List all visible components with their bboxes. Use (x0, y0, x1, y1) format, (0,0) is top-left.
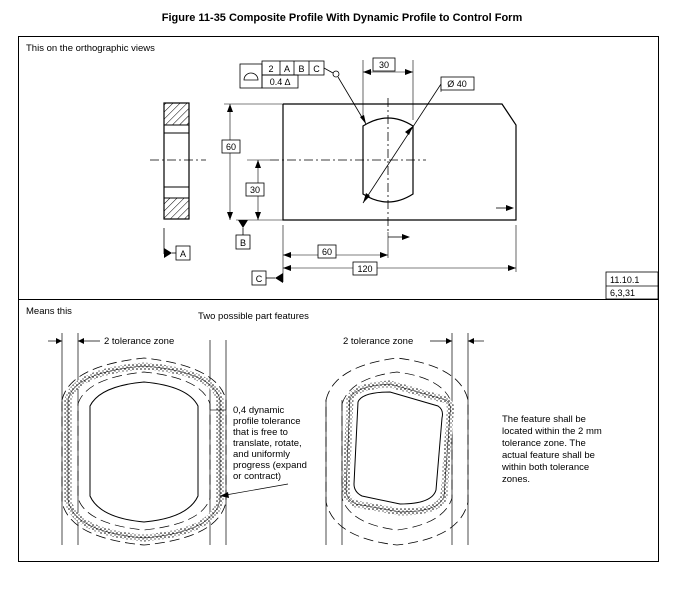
reference-box: 11.10.1 6,3,31 (605, 271, 659, 300)
note-left-line-7: or contract) (233, 471, 281, 482)
side-view: A (150, 102, 206, 261)
hatch-bottom (163, 197, 190, 220)
note-left-line-4: translate, rotate, (233, 438, 302, 449)
feature-control-frame: 2 A B C 0.4 ∆ (239, 60, 367, 125)
note-left-line-1: 0,4 dynamic (233, 405, 284, 416)
datum-b: B (240, 238, 246, 248)
inner-profile-left (89, 381, 199, 523)
note-left: 0,4 dynamic profile tolerance that is fr… (233, 405, 307, 482)
dim-60-vert-label: 60 (226, 142, 236, 152)
note-right-line-2: located within the 2 mm (502, 426, 602, 437)
dim-120-label: 120 (357, 264, 372, 274)
note-right-line-4: actual feature shall be (502, 450, 595, 461)
slot-profile (362, 117, 414, 203)
dim-30-top-label: 30 (379, 60, 389, 70)
dim-horizontal: 60 120 C (251, 205, 517, 286)
fcf-datum-a: A (284, 64, 290, 74)
outer-zone-left (61, 357, 227, 546)
dim-width-30: 30 (362, 57, 414, 120)
right-part-feature: 2 tolerance zone (325, 333, 484, 546)
fcf-tol-1: 2 (268, 64, 273, 74)
datum-a: A (180, 249, 186, 259)
note-left-line-6: progress (expand (233, 460, 307, 471)
figure-title: Figure 11-35 Composite Profile With Dyna… (161, 12, 523, 24)
reference-line-1: 11.10.1 (610, 275, 639, 285)
note-left-line-3: that is free to (233, 427, 288, 438)
dim-vertical: 60 30 B (221, 103, 283, 250)
reference-line-2: 6,3,31 (610, 288, 635, 298)
dim-diameter-label: Ø 40 (447, 79, 467, 89)
hatch-top (163, 102, 190, 126)
bottom-subtitle: Two possible part features (198, 311, 309, 322)
dim-diameter-40: Ø 40 (440, 76, 475, 92)
top-caption: This on the orthographic views (26, 43, 155, 54)
datum-c: C (256, 274, 263, 284)
inner-zone-right (341, 371, 453, 531)
front-view (270, 83, 517, 232)
outer-zone-right (325, 357, 469, 546)
profile-surface-symbol (243, 72, 259, 81)
note-right: The feature shall be located within the … (501, 414, 602, 485)
note-left-line-2: profile tolerance (233, 416, 301, 427)
fcf-tol-2: 0.4 ∆ (270, 77, 291, 87)
note-right-line-6: zones. (502, 474, 530, 485)
note-right-line-5: within both tolerance (501, 462, 589, 473)
dim-30-vert-label: 30 (250, 185, 260, 195)
bottom-caption: Means this (26, 306, 72, 317)
actual-feature-left (64, 362, 224, 542)
note-right-line-1: The feature shall be (502, 414, 586, 425)
left-part-feature: 2 tolerance zone (48, 333, 289, 546)
dim-60-horiz-label: 60 (322, 247, 332, 257)
note-left-line-5: and uniformly (233, 449, 290, 460)
inner-zone-left (77, 371, 211, 531)
fcf-datum-c: C (313, 64, 320, 74)
zone-label-left: 2 tolerance zone (104, 336, 174, 347)
zone-label-right: 2 tolerance zone (343, 336, 413, 347)
note-right-line-3: tolerance zone. The (502, 438, 586, 449)
inner-profile-right (353, 391, 443, 505)
fcf-datum-b: B (298, 64, 304, 74)
